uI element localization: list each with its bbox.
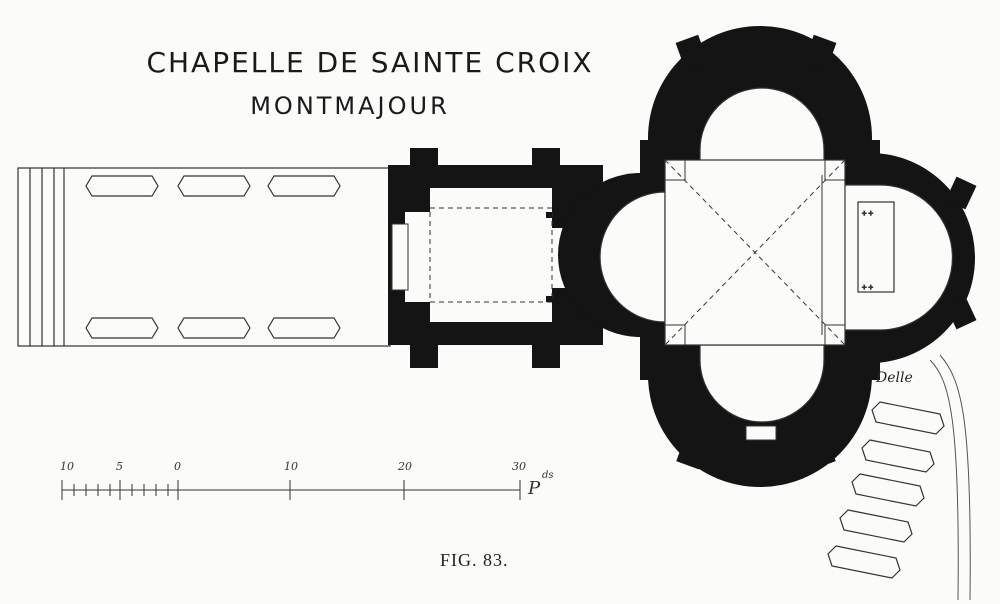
rock-edge xyxy=(929,354,971,601)
plan-title: CHAPELLE DE SAINTE CROIX xyxy=(146,46,594,79)
tomb xyxy=(827,545,901,579)
east-apse xyxy=(841,184,954,331)
tomb xyxy=(177,317,251,339)
figure-caption: FIG. 83. xyxy=(440,550,509,570)
piers xyxy=(665,159,845,346)
chapel-interior xyxy=(599,87,954,423)
tomb xyxy=(839,509,913,543)
rock-tombs xyxy=(827,401,945,579)
svg-text:+ +: + + xyxy=(862,283,874,292)
north-apse xyxy=(699,87,825,166)
west-apse xyxy=(599,191,666,323)
crossing-vault xyxy=(664,159,846,346)
tomb xyxy=(851,473,925,507)
scale-tick-label: 30 xyxy=(512,460,526,473)
tomb xyxy=(871,401,945,435)
tomb xyxy=(85,175,159,197)
scale-bar xyxy=(61,480,521,500)
tomb xyxy=(85,317,159,339)
scale-unit-superscript: ds xyxy=(542,470,554,481)
scale-tick-label: 20 xyxy=(397,460,412,473)
svg-text:+ +: + + xyxy=(862,209,874,218)
scale-tick-label: 0 xyxy=(174,460,181,473)
tomb xyxy=(177,175,251,197)
south-apse xyxy=(699,344,825,423)
tomb xyxy=(861,439,935,473)
south-door xyxy=(745,425,777,441)
scale-tick-label: 10 xyxy=(284,460,298,473)
scale-tick-label: 5 xyxy=(116,460,123,473)
tomb xyxy=(267,317,341,339)
altar: + + + + xyxy=(857,201,895,293)
scale-unit: P xyxy=(527,478,541,499)
scale-tick-label: 10 xyxy=(60,460,74,473)
tomb xyxy=(267,175,341,197)
porch-tombs xyxy=(85,175,341,339)
signature: Delle xyxy=(875,370,913,386)
plan-subtitle: MONTMAJOUR xyxy=(250,92,450,120)
